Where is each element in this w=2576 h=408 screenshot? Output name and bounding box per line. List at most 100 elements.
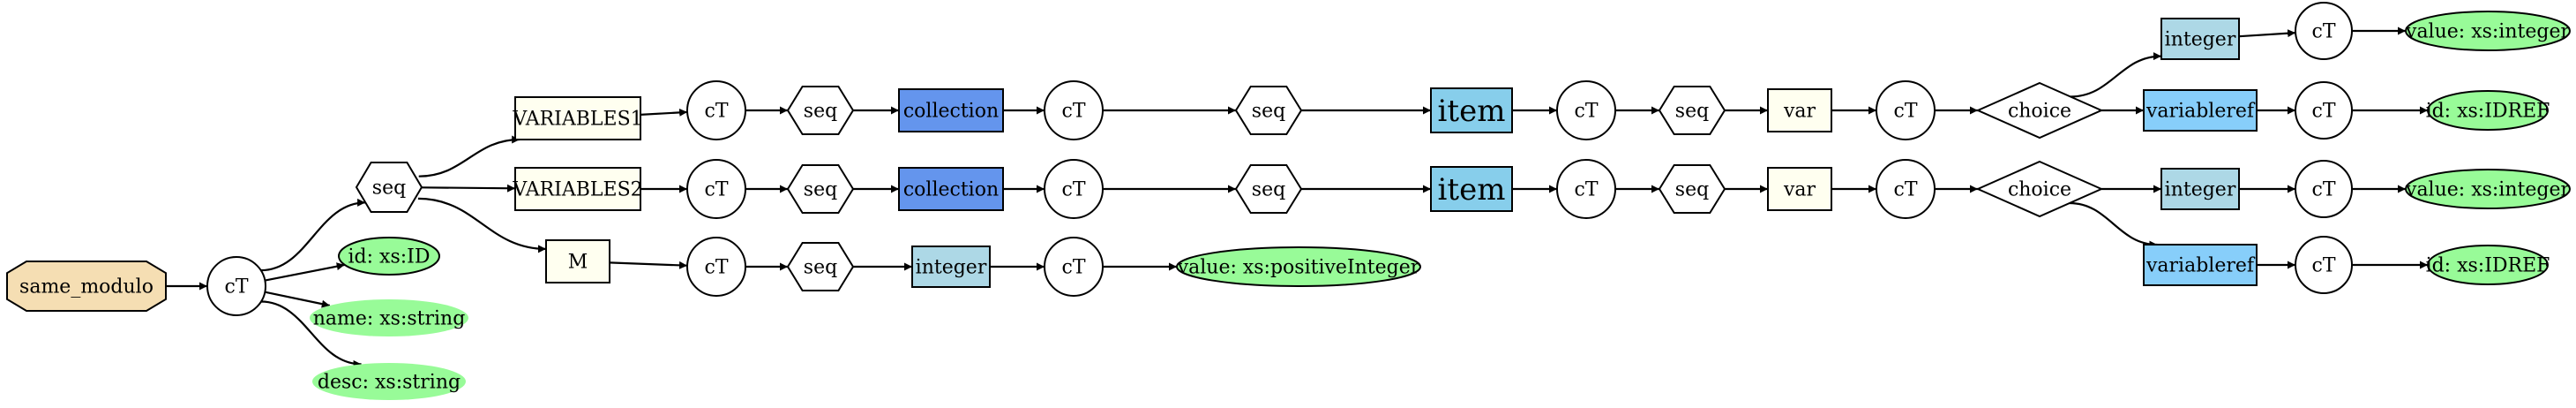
- node-shape: [686, 159, 746, 219]
- node-ct-vref2: cT: [2295, 236, 2353, 294]
- node-seq-coll2: seq: [1234, 164, 1303, 214]
- node-label: cT: [1062, 257, 1086, 279]
- node-item-v2: item: [1430, 166, 1513, 212]
- node-ct-root: cT: [206, 256, 266, 316]
- node-label: variableref: [2145, 101, 2256, 123]
- edge-seq_root-to-m: [417, 197, 547, 253]
- node-label: cT: [2312, 101, 2336, 123]
- node-variableref-v1: variableref: [2143, 89, 2258, 132]
- node-label: variableref: [2145, 255, 2256, 277]
- node-shape: [312, 363, 466, 400]
- node-integer-v1: integer: [2160, 18, 2240, 60]
- node-seq-item2: seq: [1658, 164, 1726, 214]
- node-label: cT: [705, 179, 729, 201]
- node-ct-int-m: cT: [1044, 237, 1104, 297]
- node-ct-var2: cT: [1876, 159, 1936, 219]
- node-label: seq: [372, 178, 406, 200]
- node-shape: [545, 239, 610, 283]
- node-label: id: xs:ID: [348, 246, 431, 268]
- node-shape: [1430, 166, 1513, 212]
- node-shape: [1044, 80, 1104, 140]
- node-seq-m: seq: [786, 242, 855, 291]
- node-ct-var1: cT: [1876, 80, 1936, 140]
- node-shape: [1176, 246, 1421, 287]
- edge-seq_root-to-variables2: [421, 184, 516, 193]
- node-var-v1: var: [1767, 88, 1832, 132]
- node-shape: [6, 261, 167, 312]
- node-ct-int2: cT: [2295, 160, 2353, 218]
- edge-choice_v2-to-variableref_v2: [2069, 201, 2158, 249]
- node-shape: [898, 167, 1004, 211]
- node-attr-id: id: xs:ID: [338, 237, 440, 276]
- node-shape: [2295, 81, 2353, 140]
- node-shape: [786, 242, 855, 291]
- node-label: value: xs:integer: [2405, 21, 2570, 43]
- node-shape: [911, 246, 991, 288]
- node-choice-v2: choice: [1975, 160, 2104, 218]
- edge-choice_v1-to-integer_v1: [2070, 52, 2162, 98]
- node-label: collection: [903, 101, 999, 123]
- node-shape: [1975, 81, 2104, 140]
- node-label: cT: [2312, 179, 2336, 201]
- node-label: VARIABLES1: [512, 109, 642, 131]
- node-shape: [1658, 164, 1726, 214]
- node-label: cT: [2312, 255, 2336, 277]
- edges-layer: [166, 26, 2428, 368]
- node-attr-desc: desc: xs:string: [312, 363, 466, 400]
- node-shape: [2405, 169, 2571, 209]
- node-shape: [2143, 244, 2258, 286]
- node-shape: [2295, 236, 2353, 294]
- node-shape: [1876, 159, 1936, 219]
- edge-seq_root-to-variables1: [418, 135, 520, 178]
- node-label: choice: [2008, 179, 2071, 201]
- node-shape: [1234, 86, 1303, 135]
- node-shape: [514, 167, 641, 211]
- node-label: cT: [1062, 101, 1086, 123]
- node-ct-int1: cT: [2295, 2, 2353, 60]
- node-label: cT: [705, 257, 729, 279]
- node-label: cT: [1894, 179, 1918, 201]
- node-ct-coll1: cT: [1044, 80, 1104, 140]
- node-variables1: VARIABLES1: [512, 96, 643, 140]
- node-label: cT: [1062, 179, 1086, 201]
- node-shape: [686, 80, 746, 140]
- node-collection-v1: collection: [898, 88, 1004, 132]
- edge-variables1-to-ct_v1: [640, 108, 688, 117]
- node-label: cT: [225, 276, 249, 298]
- node-ct-vref1: cT: [2295, 81, 2353, 140]
- node-shape: [898, 88, 1004, 132]
- node-shape: [1767, 88, 1832, 132]
- node-ct-m: cT: [686, 237, 746, 297]
- node-label: id: xs:IDREF: [2426, 255, 2550, 277]
- node-label: item: [1438, 94, 1506, 129]
- node-variables2: VARIABLES2: [512, 167, 643, 211]
- node-shape: [2427, 90, 2549, 131]
- edge-ct_root-to-seq_root: [260, 198, 366, 272]
- node-label: var: [1783, 101, 1816, 123]
- node-label: seq: [1252, 101, 1285, 123]
- node-shape: [1234, 164, 1303, 214]
- node-seq-v2: seq: [786, 164, 855, 214]
- node-integer-m: integer: [911, 246, 991, 288]
- node-label: integer: [2165, 29, 2236, 51]
- node-label: VARIABLES2: [512, 179, 642, 201]
- node-shape: [338, 237, 440, 276]
- node-shape: [1430, 87, 1513, 133]
- node-shape: [686, 237, 746, 297]
- node-shape: [2405, 11, 2571, 51]
- node-shape: [2160, 168, 2240, 210]
- node-shape: [2160, 18, 2240, 60]
- node-shape: [1556, 159, 1616, 219]
- node-integer-v2: integer: [2160, 168, 2240, 210]
- node-value-int2: value: xs:integer: [2405, 169, 2571, 209]
- node-collection-v2: collection: [898, 167, 1004, 211]
- node-ct-v1: cT: [686, 80, 746, 140]
- node-label: cT: [1894, 101, 1918, 123]
- node-shape: [786, 86, 855, 135]
- node-label: name: xs:string: [313, 308, 466, 330]
- node-label: seq: [804, 179, 837, 201]
- node-ct-coll2: cT: [1044, 159, 1104, 219]
- node-m: M: [545, 239, 610, 283]
